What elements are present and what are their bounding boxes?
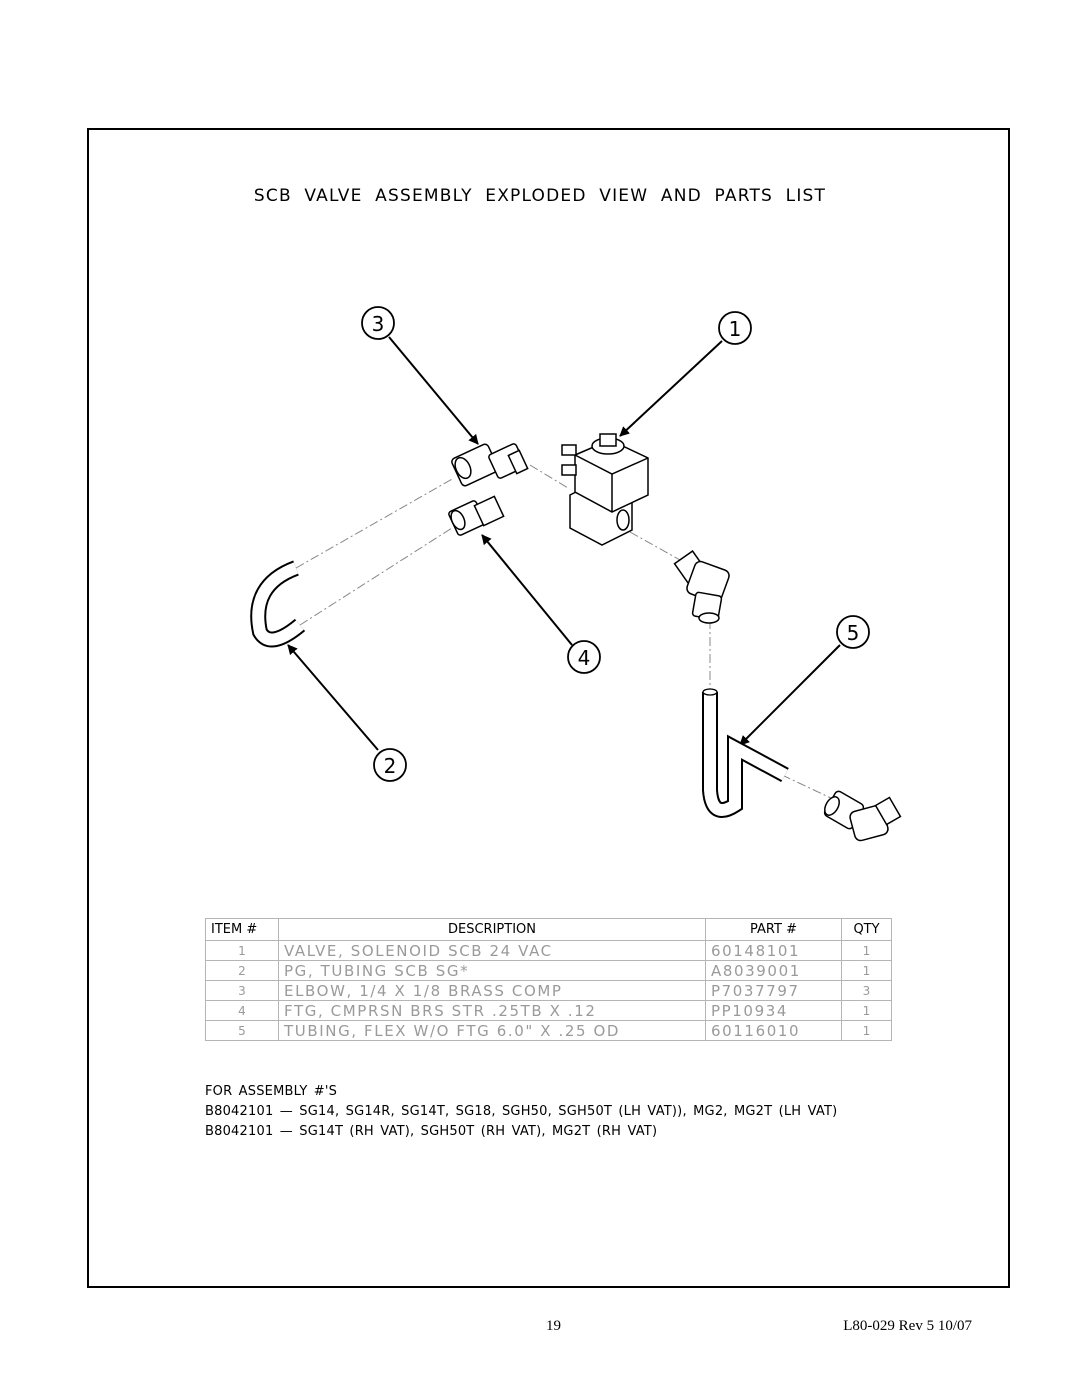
cell-item: 2 [205, 960, 279, 981]
table-row: 3 ELBOW, 1/4 X 1/8 BRASS COMP P7037797 3 [205, 980, 892, 1001]
svg-text:3: 3 [372, 312, 385, 336]
cell-description: ELBOW, 1/4 X 1/8 BRASS COMP [278, 980, 706, 1001]
cell-qty: 1 [841, 1000, 892, 1021]
document-id: L80-029 Rev 5 10/07 [843, 1318, 972, 1334]
col-header-qty: QTY [841, 918, 892, 941]
assembly-line: B8042101 — SG14, SG14R, SG14T, SG18, SGH… [205, 1104, 838, 1119]
cell-part: PP10934 [705, 1000, 842, 1021]
svg-text:5: 5 [847, 621, 860, 645]
col-header-item: ITEM # [205, 918, 279, 941]
parts-table: ITEM # DESCRIPTION PART # QTY 1 VALVE, S… [205, 918, 892, 1041]
cell-qty: 1 [841, 960, 892, 981]
drawing-frame [87, 128, 1010, 1288]
table-row: 5 TUBING, FLEX W/O FTG 6.0" X .25 OD 601… [205, 1020, 892, 1041]
cell-qty: 1 [841, 940, 892, 961]
table-row: 2 PG, TUBING SCB SG* A8039001 1 [205, 960, 892, 981]
cell-description: PG, TUBING SCB SG* [278, 960, 706, 981]
page-title: SCB VALVE ASSEMBLY EXPLODED VIEW AND PAR… [253, 186, 827, 206]
table-row: 4 FTG, CMPRSN BRS STR .25TB X .12 PP1093… [205, 1000, 892, 1021]
svg-text:2: 2 [384, 754, 397, 778]
svg-text:1: 1 [729, 317, 742, 341]
cell-item: 5 [205, 1020, 279, 1041]
cell-item: 1 [205, 940, 279, 961]
callout-2: 2 [373, 748, 407, 782]
cell-description: FTG, CMPRSN BRS STR .25TB X .12 [278, 1000, 706, 1021]
callout-4: 4 [567, 640, 601, 674]
assembly-heading: FOR ASSEMBLY #'S [205, 1084, 338, 1099]
col-header-part: PART # [705, 918, 842, 941]
cell-qty: 1 [841, 1020, 892, 1041]
callout-1: 1 [718, 311, 752, 345]
cell-part: 60116010 [705, 1020, 842, 1041]
cell-description: TUBING, FLEX W/O FTG 6.0" X .25 OD [278, 1020, 706, 1041]
cell-description: VALVE, SOLENOID SCB 24 VAC [278, 940, 706, 961]
page-number: 19 [546, 1318, 561, 1334]
svg-text:4: 4 [578, 646, 591, 670]
table-header-row: ITEM # DESCRIPTION PART # QTY [205, 918, 892, 941]
cell-part: P7037797 [705, 980, 842, 1001]
callout-3: 3 [361, 306, 395, 340]
cell-part: A8039001 [705, 960, 842, 981]
table-row: 1 VALVE, SOLENOID SCB 24 VAC 60148101 1 [205, 940, 892, 961]
cell-item: 4 [205, 1000, 279, 1021]
cell-part: 60148101 [705, 940, 842, 961]
callout-5: 5 [836, 615, 870, 649]
assembly-notes: FOR ASSEMBLY #'S B8042101 — SG14, SG14R,… [205, 1082, 837, 1142]
cell-qty: 3 [841, 980, 892, 1001]
cell-item: 3 [205, 980, 279, 1001]
assembly-line: B8042101 — SG14T (RH VAT), SGH50T (RH VA… [205, 1124, 658, 1139]
col-header-description: DESCRIPTION [278, 918, 706, 941]
